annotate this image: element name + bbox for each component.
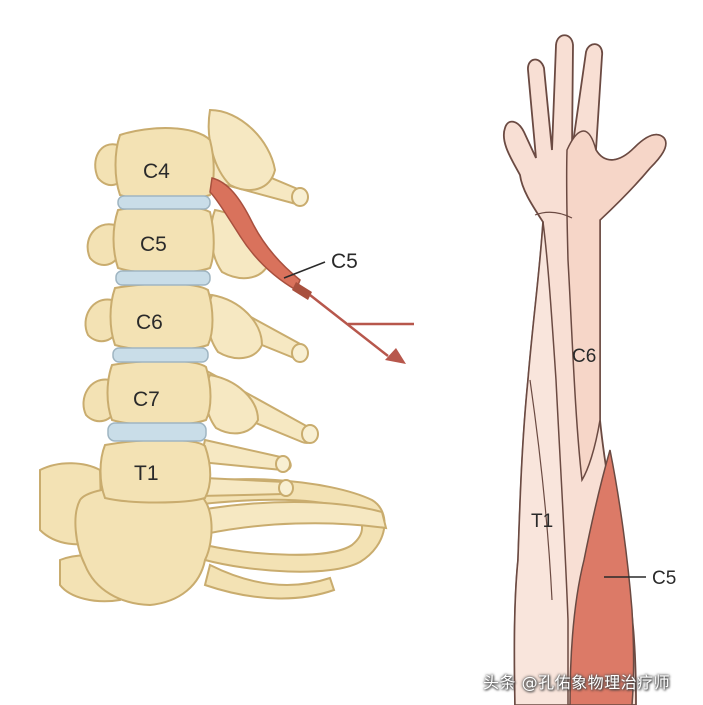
- label-c4: C4: [143, 160, 170, 183]
- label-arm-c5: C5: [652, 568, 676, 589]
- forearm-contour: [529, 379, 553, 601]
- hand-crease: [534, 211, 573, 219]
- lower-rib-right: [203, 563, 336, 600]
- cervical-spine-illustration: C4 C5 C6 C7 T1 C5: [39, 108, 414, 607]
- intervertebral-discs: [107, 195, 211, 442]
- dermatome-c5-highlight: [569, 449, 635, 705]
- c5-leader-line: [283, 261, 326, 279]
- c5-direction-arrow: [309, 294, 414, 364]
- label-c6: C6: [136, 311, 163, 334]
- arm-dermatome-map: C6 T1 C5: [502, 34, 676, 705]
- label-arm-t1: T1: [531, 511, 553, 532]
- dermatome-c6: [565, 130, 667, 483]
- label-arm-c6: C6: [572, 346, 596, 367]
- label-c7: C7: [133, 388, 160, 411]
- clavicle: [198, 501, 388, 536]
- watermark: 头条 @孔佑象物理治疗师: [483, 673, 671, 692]
- vertebral-bodies: [99, 127, 215, 504]
- label-c5-nerve: C5: [331, 250, 358, 273]
- facet-joints: [204, 108, 277, 435]
- label-t1: T1: [134, 462, 159, 485]
- label-c5: C5: [140, 233, 167, 256]
- vertebra-c4: [114, 127, 215, 202]
- c5-nerve-trunk: [292, 282, 312, 300]
